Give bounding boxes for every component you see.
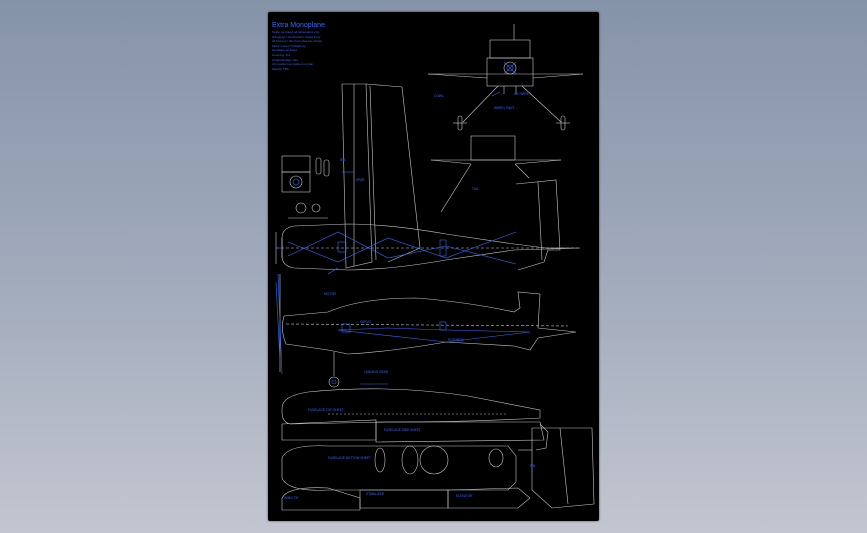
label-motor: MOTOR <box>324 292 336 296</box>
label-cowl: COWL <box>434 94 444 98</box>
engine-icon <box>292 61 517 186</box>
label-fuselage-top: FUSELAGE TOP SHEET <box>308 408 344 412</box>
part-fuselage-top <box>281 388 541 425</box>
label-wheel-pant: WHEEL PANT <box>494 106 515 110</box>
note-line: CG position as marked on plan <box>272 62 314 67</box>
wing-plan <box>341 83 421 269</box>
cad-drawing <box>275 24 595 511</box>
propeller-icon <box>275 273 283 375</box>
part-fuselage-bottom <box>281 445 517 491</box>
part-bottom-row <box>281 487 531 511</box>
note-line: Motor mount / firewall ply <box>272 43 306 48</box>
note-line: Covering: film <box>272 52 291 57</box>
label-fuselage-bottom: FUSELAGE BOTTOM SHEET <box>328 456 371 460</box>
top-view-structure <box>276 231 517 265</box>
title-block: Extra Monoplane Scale: as noted, all dim… <box>272 22 352 71</box>
drawing-sheet: Extra Monoplane Scale: as noted, all dim… <box>268 12 599 521</box>
tail-plan <box>515 179 561 271</box>
label-landing-gear: LANDING GEAR <box>364 370 389 374</box>
leader-lines <box>327 91 501 385</box>
note-line: Weight: TBA <box>272 66 289 71</box>
note-line: Scale: as noted, all dimensions mm <box>272 30 320 34</box>
note-line: Hardware as listed <box>272 48 297 53</box>
label-stabilizer: STABILIZER <box>366 492 385 496</box>
side-view-structure <box>337 321 531 343</box>
note-line: Wingspan / construction: balsa & ply <box>272 34 321 39</box>
side-view <box>279 274 577 388</box>
note-line: Undercarriage: wire <box>272 57 299 62</box>
label-elevator: ELEVATOR <box>456 494 473 498</box>
label-fuselage-side: FUSELAGE SIDE SHEET <box>384 428 421 432</box>
front-view <box>427 24 584 131</box>
label-pushrod: PUSHROD <box>448 338 464 342</box>
label-uc-wire: U/C WIRE <box>514 92 529 96</box>
label-servo: SERVO <box>360 320 372 324</box>
label-rib: RIB <box>340 158 346 162</box>
rear-view <box>430 135 562 213</box>
detail-parts <box>281 155 330 219</box>
label-tail: TAIL <box>472 187 479 191</box>
drawing-title: Extra Monoplane <box>272 22 325 29</box>
label-wing-tip: WING TIP <box>284 496 299 500</box>
label-fin: FIN <box>530 464 536 468</box>
part-fin <box>518 427 595 509</box>
top-view <box>275 223 581 271</box>
wheel-icon <box>331 379 337 385</box>
note-line: All formers / ribs from sheet as shown <box>272 39 323 44</box>
label-spar: SPAR <box>356 178 365 182</box>
